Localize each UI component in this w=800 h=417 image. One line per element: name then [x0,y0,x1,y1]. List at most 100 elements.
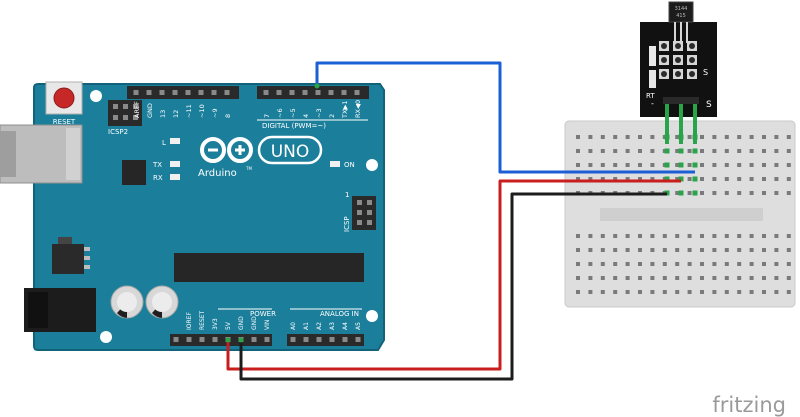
digital-pin-label: ~11 [185,104,193,118]
power-pin[interactable] [251,337,257,342]
analog-pin[interactable] [290,337,296,342]
breadboard-hole [774,191,779,195]
breadboard-hole [786,248,791,252]
digital-pin[interactable] [198,90,204,95]
analog-pin-label: A5 [355,322,362,330]
breadboard-hole [774,177,779,181]
breadboard-hole [613,276,618,280]
signal-wire[interactable] [315,61,695,174]
breadboard-hole [662,262,667,266]
breadboard-hole-active [678,190,684,196]
breadboard-hole-active [692,176,698,182]
breadboard-hole [700,177,704,181]
breadboard-hole [724,191,729,195]
header-pin [113,115,118,120]
breadboard-hole [675,135,680,139]
breadboard-hole [700,248,704,252]
ground-wire[interactable] [239,192,667,381]
breadboard-hole [638,234,642,238]
power-header [170,334,272,346]
analog-pin[interactable] [303,337,309,342]
header-pin [123,104,128,109]
digital-pin[interactable] [328,90,334,95]
breadboard-hole-active [678,148,684,154]
breadboard-hole [687,177,692,181]
breadboard-hole-active [678,162,684,168]
breadboard-hole [700,149,704,153]
breadboard-hole [737,149,742,153]
digital-pin[interactable] [276,90,282,95]
digital-pin[interactable] [341,90,347,95]
logo-loop-right [227,137,253,163]
power-pin[interactable] [264,337,270,342]
led-tx-label: TX [152,161,162,169]
breadboard-hole-active [664,134,670,140]
breadboard-hole [650,262,655,266]
power-wire[interactable] [226,179,681,371]
breadboard-hole [774,163,779,167]
power-pin-label: 5V [225,321,232,330]
digital-pin[interactable] [302,90,308,95]
sensor-pad-hole [675,43,681,49]
analog-pin[interactable] [342,337,348,342]
breadboard-hole [650,177,655,181]
reset-button-cap[interactable] [53,87,75,109]
breadboard-hole [600,177,605,181]
breadboard-hole [737,135,742,139]
wire-end-gnd [238,337,244,343]
power-pin[interactable] [186,337,192,342]
breadboard-hole [762,262,766,266]
breadboard-hole [762,234,766,238]
analog-pin[interactable] [355,337,361,342]
breadboard-hole [662,290,667,294]
breadboard-hole [786,135,791,139]
breadboard-hole [774,262,779,266]
power-pin-label: VIN [264,320,271,330]
header-pin [367,200,372,205]
digital-pin[interactable] [133,90,139,95]
breadboard-hole [687,234,692,238]
breadboard-hole [588,135,593,139]
breadboard-hole-active [692,190,698,196]
wire-end-5v [225,337,231,343]
sensor-resistor-2 [649,70,656,88]
breadboard-hole [786,191,791,195]
digital-pin[interactable] [172,90,178,95]
digital-pin[interactable] [159,90,165,95]
digital-pin[interactable] [354,90,360,95]
breadboard-hole [762,135,766,139]
hall-sensor-chip [668,1,694,23]
mounting-hole [366,159,378,171]
breadboard-hole [576,276,580,280]
breadboard-hole [749,276,754,280]
breadboard-hole [576,163,580,167]
analog-pin[interactable] [329,337,335,342]
breadboard-hole [625,248,630,252]
digital-pin[interactable] [211,90,217,95]
digital-pin[interactable] [146,90,152,95]
breadboard-hole [712,149,717,153]
breadboard-hole [638,276,642,280]
header-pin [367,210,372,215]
breadboard-hole [600,276,605,280]
chip-text-line1: 3144 [675,6,688,12]
breadboard-hole [687,191,692,195]
breadboard-hole [638,177,642,181]
breadboard-hole [712,191,717,195]
sensor-pad-hole [675,57,681,63]
icsp-label: ICSP [343,216,351,232]
power-pin[interactable] [212,337,218,342]
digital-pin[interactable] [315,90,321,95]
led-l [170,138,180,144]
digital-pin[interactable] [289,90,295,95]
analog-pin[interactable] [316,337,322,342]
breadboard-hole [675,234,680,238]
digital-pin[interactable] [263,90,269,95]
breadboard-hole [576,149,580,153]
power-pin[interactable] [199,337,205,342]
digital-pin[interactable] [224,90,230,95]
digital-pin[interactable] [185,90,191,95]
led-on-label: ON [344,161,355,169]
power-pin[interactable] [173,337,179,342]
breadboard-hole [749,163,754,167]
